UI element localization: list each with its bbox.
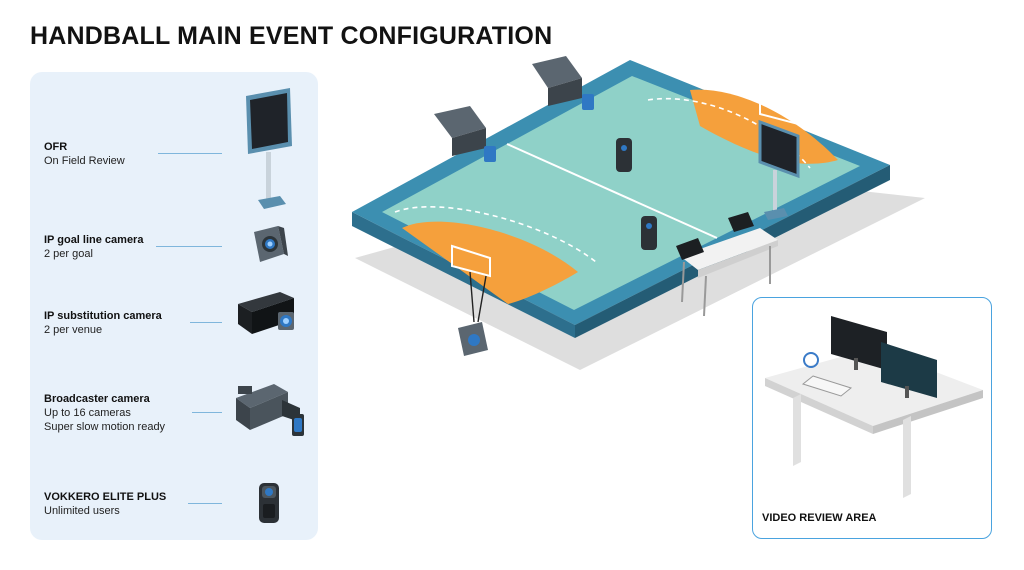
legend-name: Broadcaster camera bbox=[44, 393, 150, 405]
legend-desc: Up to 16 cameras bbox=[44, 407, 131, 419]
substitution-camera-icon bbox=[238, 292, 294, 334]
legend-desc: 2 per venue bbox=[44, 324, 103, 336]
vokkero-device-icon bbox=[641, 216, 657, 250]
monitor-stand-icon bbox=[246, 88, 292, 209]
substitution-camera-icon bbox=[676, 212, 754, 260]
leader-line bbox=[156, 246, 222, 247]
legend-name: OFR bbox=[44, 141, 68, 153]
legend-item-goal-line: IP goal line camera 2 per goal bbox=[44, 233, 143, 261]
goal-right bbox=[759, 92, 799, 126]
monitor-stand-icon bbox=[758, 119, 800, 220]
legend-item-ofr: OFR On Field Review bbox=[44, 140, 125, 168]
goal-line-camera-icon bbox=[254, 226, 288, 262]
video-review-area: VIDEO REVIEW AREA bbox=[752, 297, 992, 539]
leader-line bbox=[188, 503, 222, 504]
legend-item-broadcaster: Broadcaster camera Up to 16 cameras Supe… bbox=[44, 392, 165, 434]
legend-item-vokkero: VOKKERO ELITE PLUS Unlimited users bbox=[44, 490, 166, 518]
broadcast-camera-icon bbox=[236, 384, 304, 436]
vokkero-device-icon bbox=[259, 483, 279, 523]
legend-desc: Super slow motion ready bbox=[44, 421, 166, 433]
legend-item-substitution: IP substitution camera 2 per venue bbox=[44, 309, 162, 337]
review-desk-illustration bbox=[765, 316, 983, 498]
legend-name: IP substitution camera bbox=[44, 310, 162, 322]
vokkero-device-icon bbox=[616, 138, 632, 172]
legend-desc: Unlimited users bbox=[44, 505, 120, 517]
goal-line-camera-icon bbox=[458, 322, 488, 356]
review-area-label: VIDEO REVIEW AREA bbox=[762, 512, 877, 524]
leader-line bbox=[192, 412, 222, 413]
goal-left bbox=[451, 244, 491, 278]
legend-desc: 2 per goal bbox=[44, 248, 93, 260]
broadcast-camera-icon bbox=[532, 56, 594, 110]
legend-panel: OFR On Field Review IP goal line camera … bbox=[30, 72, 318, 540]
legend-name: VOKKERO ELITE PLUS bbox=[44, 491, 167, 503]
substitution-table bbox=[680, 228, 778, 317]
broadcast-camera-icon bbox=[434, 106, 496, 162]
leader-line bbox=[190, 322, 222, 323]
legend-desc: On Field Review bbox=[44, 155, 125, 167]
legend-name: IP goal line camera bbox=[44, 234, 144, 246]
leader-line bbox=[158, 153, 222, 154]
page-title: HANDBALL MAIN EVENT CONFIGURATION bbox=[30, 22, 553, 50]
